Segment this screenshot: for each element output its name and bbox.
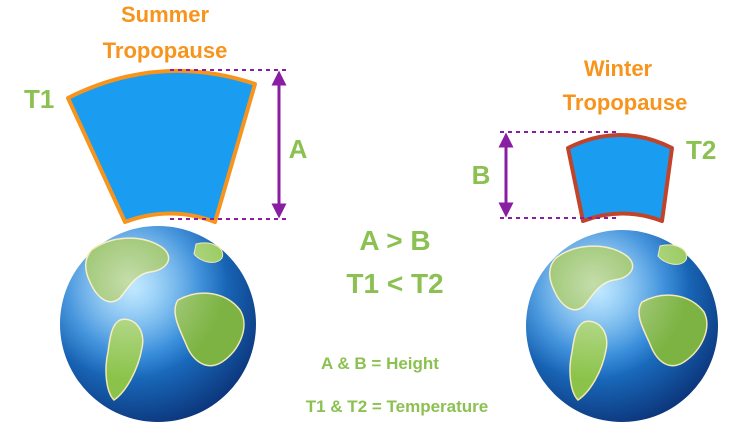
summer-title-line1: Summer (121, 2, 209, 27)
winter-troposphere-layer (566, 133, 674, 223)
legend-height: A & B = Height (321, 354, 439, 373)
winter-height-label: B (472, 160, 491, 190)
summer-earth-globe (60, 226, 256, 422)
summer-title-line2: Tropopause (103, 38, 228, 63)
winter-title-line2: Tropopause (563, 90, 688, 115)
legend-temperature: T1 & T2 = Temperature (306, 397, 489, 416)
summer-group: Summer Tropopause T1 A (24, 2, 308, 422)
winter-title-line1: Winter (584, 56, 653, 81)
winter-group: Winter Tropopause T2 B (472, 56, 718, 422)
winter-earth-globe (526, 230, 718, 422)
summer-height-label: A (289, 134, 308, 164)
summer-temperature-label: T1 (24, 84, 54, 114)
comparison-height: A > B (359, 225, 430, 256)
comparison-temperature: T1 < T2 (346, 268, 443, 299)
winter-temperature-label: T2 (686, 135, 716, 165)
summer-troposphere-layer (66, 68, 257, 224)
